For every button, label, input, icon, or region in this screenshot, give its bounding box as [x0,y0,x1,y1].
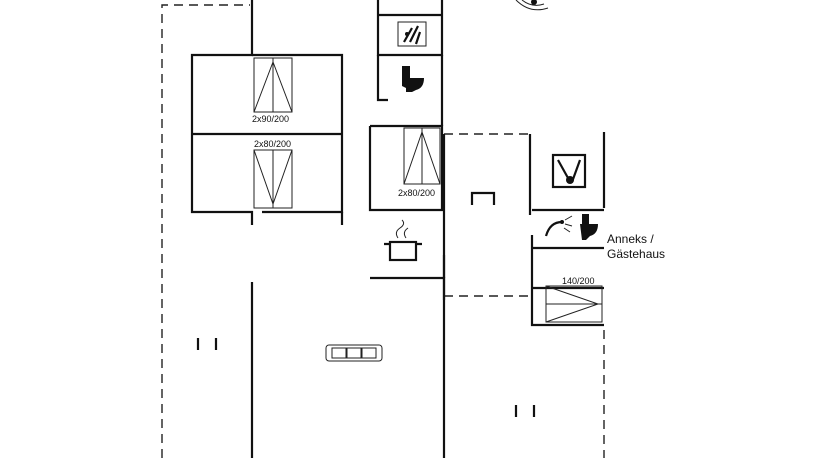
bed-2 [253,149,293,209]
bed-2-label: 2x80/200 [254,139,291,149]
bed-4 [545,285,603,323]
kitchen-icon [397,21,427,47]
annex-walls [530,132,606,327]
compass-icon [515,0,549,11]
bed-4-label: 140/200 [562,276,595,286]
main-walls [190,0,532,458]
annex-label-line1: Anneks / [607,232,654,246]
shower-icon [544,215,573,237]
toilet-icon [402,66,424,92]
washer-icon [580,214,598,240]
utility-icon [551,153,587,189]
terrace-outline [161,4,605,458]
cooking-pot-icon [384,219,422,262]
bed-1 [253,57,293,113]
bed-3 [403,127,441,185]
bed-1-label: 2x90/200 [252,114,289,124]
bed-3-label: 2x80/200 [398,188,435,198]
door-marks [196,191,536,417]
sofa-icon [325,344,383,362]
annex-label-line2: Gästehaus [607,247,665,261]
